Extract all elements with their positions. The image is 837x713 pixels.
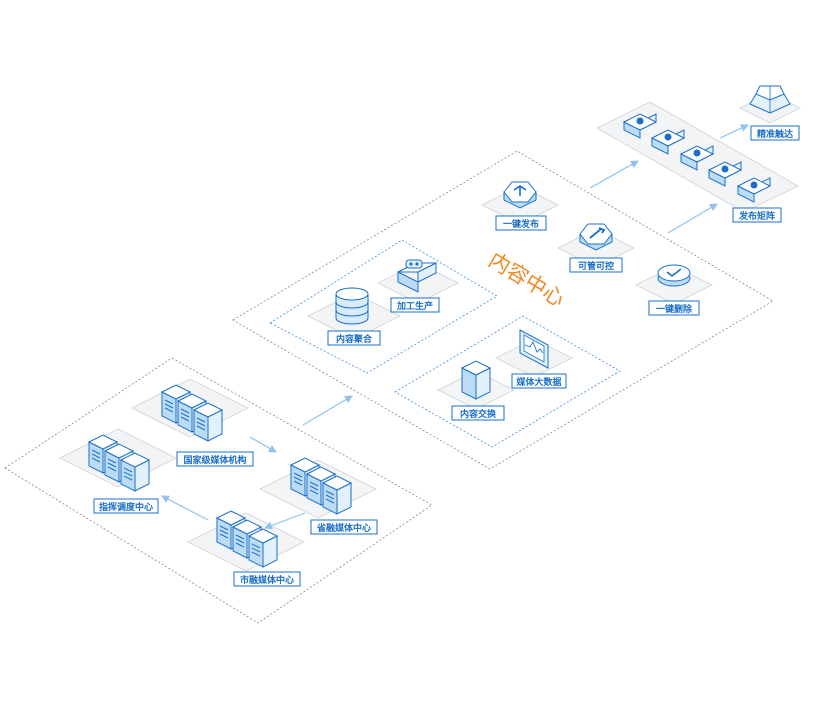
monitor-icon: [519, 329, 549, 369]
database-icon: [335, 287, 369, 325]
aggregate-subzone: [269, 239, 498, 374]
label-reach: 精准触达: [757, 128, 793, 140]
label-delete-one: 一键删除: [656, 303, 693, 315]
publish-one-icon: [503, 181, 537, 209]
wrench-icon: [579, 223, 613, 251]
label-aggregate: 内容聚合: [336, 333, 373, 345]
center-title: 内容中心: [484, 248, 568, 312]
label-national: 国家级媒体机构: [183, 454, 246, 466]
checkmark-icon: [657, 264, 691, 287]
labels: 国家级媒体机构 指挥调度中心 省融媒体中心 市融媒体中心 内容聚合 加工生产 内…: [93, 125, 800, 587]
arrow-city-to-dispatch: [161, 495, 209, 521]
label-provincial: 省融媒体中心: [316, 522, 371, 534]
processing-machine-icon: [397, 259, 437, 293]
label-processing: 加工生产: [396, 300, 433, 312]
matrix-tiles: [622, 113, 772, 203]
label-manage: 可管可控: [578, 260, 614, 272]
label-publish-one: 一键发布: [503, 218, 539, 230]
arrow-provincial-to-city: [264, 512, 306, 530]
arrow-publish-to-matrix: [589, 160, 639, 189]
arrow-national-to-provincial: [249, 436, 277, 453]
app-icon: [679, 145, 715, 171]
paw-icon: [707, 161, 743, 187]
douyin-icon: [736, 177, 772, 203]
exchange-server-icon: [460, 360, 492, 400]
label-matrix: 发布矩阵: [738, 210, 775, 222]
label-bigdata: 媒体大数据: [515, 376, 561, 388]
label-city: 市融媒体中心: [240, 574, 294, 586]
pentagon-icon: [749, 85, 791, 114]
arrow-delete-to-matrix: [667, 203, 718, 234]
exchange-subzone: [394, 315, 621, 448]
wechat-icon: [622, 113, 658, 139]
content-center-zone: [232, 150, 774, 470]
arrow-matrix-to-reach: [719, 124, 749, 139]
weibo-icon: [650, 129, 686, 155]
arrow-network-to-center: [302, 395, 353, 426]
label-exchange: 内容交换: [460, 408, 497, 420]
label-dispatch: 指挥调度中心: [99, 501, 153, 513]
media-network-zone: [4, 357, 433, 624]
